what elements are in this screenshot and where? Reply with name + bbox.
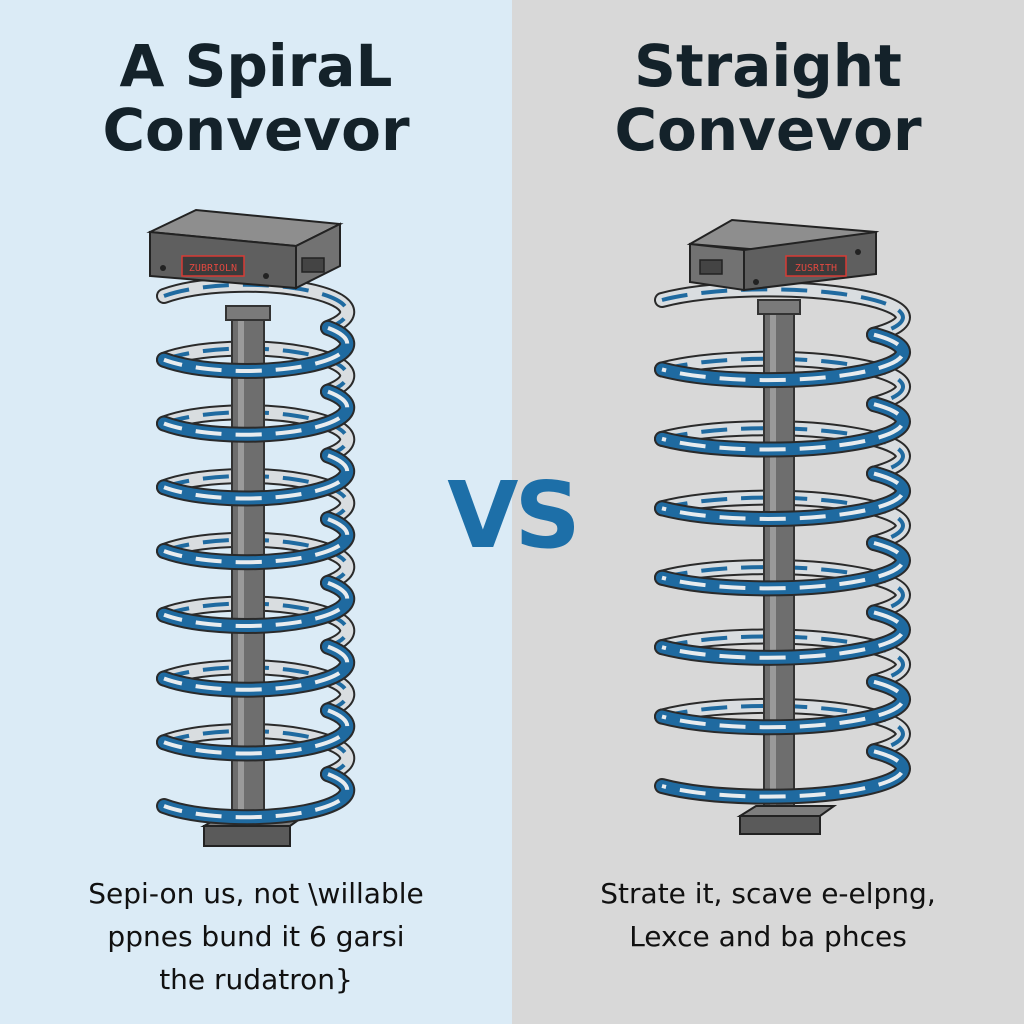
right-belt-texture-back-5 xyxy=(661,565,905,615)
left-caption-line-2: ppnes bund it 6 garsi xyxy=(107,920,405,953)
left-title: A SpiraL Convevor xyxy=(0,34,512,162)
left-caption: Sepi-on us, not \willable ppnes bund it … xyxy=(0,872,512,1001)
left-conveyor-illustration: ZUBRIOLN xyxy=(146,208,356,847)
left-belt-texture-front-4 xyxy=(163,517,350,565)
left-belt-texture-front-8 xyxy=(163,772,350,820)
right-belt-texture-front-7 xyxy=(661,749,905,799)
right-belt-texture-front-1 xyxy=(661,332,905,383)
left-belt-texture-front-3 xyxy=(163,453,350,501)
left-caption-line-1: Sepi-on us, not \willable xyxy=(88,877,424,910)
right-title-line-2: Convevor xyxy=(614,96,922,164)
left-motor-label: ZUBRIOLN xyxy=(189,263,237,274)
right-belt-texture-front-4 xyxy=(661,541,905,591)
left-caption-line-3: the rudatron} xyxy=(159,963,353,996)
left-belt-texture-back-4 xyxy=(163,474,350,521)
left-panel: A SpiraL Convevor Sepi-on us, not \willa… xyxy=(0,0,512,1024)
right-caption: Strate it, scave e-elpng, Lexce and ba p… xyxy=(512,872,1024,958)
left-belt-texture-front-7 xyxy=(163,708,350,756)
right-belt-texture-back-2 xyxy=(661,356,905,407)
left-title-line-1: A SpiraL xyxy=(119,32,393,100)
right-spiral-belt-front xyxy=(654,326,911,805)
right-spiral-belt-back xyxy=(654,281,911,760)
right-motor-label: ZUSRITH xyxy=(795,263,837,274)
left-belt-texture-front-2 xyxy=(163,389,350,437)
right-caption-line-2: Lexce and ba phces xyxy=(629,920,907,953)
right-base-plate xyxy=(736,805,838,835)
left-belt-texture-back-8 xyxy=(163,729,350,776)
right-belt-texture-back-6 xyxy=(661,634,905,684)
left-spiral-belt-back xyxy=(156,276,356,783)
left-belt-texture-front-5 xyxy=(163,581,350,628)
right-belt-texture-back-3 xyxy=(661,426,905,476)
left-motor-box: ZUBRIOLN xyxy=(146,208,344,290)
right-caption-line-1: Strate it, scave e-elpng, xyxy=(600,877,936,910)
right-belt-texture-front-6 xyxy=(661,679,905,730)
right-belt-texture-back-4 xyxy=(661,495,905,545)
right-belt-texture-back-7 xyxy=(661,703,905,754)
left-spiral-belt-front xyxy=(156,319,356,826)
right-belt-texture-front-5 xyxy=(661,610,905,660)
right-title: Straight Convevor xyxy=(512,34,1024,162)
left-belt-texture-back-5 xyxy=(163,537,350,585)
left-belt-texture-back-2 xyxy=(163,346,350,394)
right-belt-texture-front-3 xyxy=(661,471,905,521)
left-title-line-2: Convevor xyxy=(102,96,410,164)
right-title-line-1: Straight xyxy=(634,32,902,100)
left-belt-texture-back-6 xyxy=(163,601,350,649)
right-motor-box: ZUSRITH xyxy=(686,218,880,292)
left-belt-texture-front-1 xyxy=(163,326,350,373)
left-belt-texture-back-7 xyxy=(163,665,350,713)
left-pole xyxy=(225,305,271,833)
left-belt-texture-front-6 xyxy=(163,644,350,692)
left-belt-texture-back-1 xyxy=(163,282,350,330)
left-belt-texture-back-3 xyxy=(163,410,350,458)
right-belt-texture-front-2 xyxy=(661,402,905,452)
right-belt-texture-back-1 xyxy=(661,287,905,337)
right-conveyor-illustration: ZUSRITH xyxy=(654,218,911,835)
vs-label: VS xyxy=(447,462,580,569)
